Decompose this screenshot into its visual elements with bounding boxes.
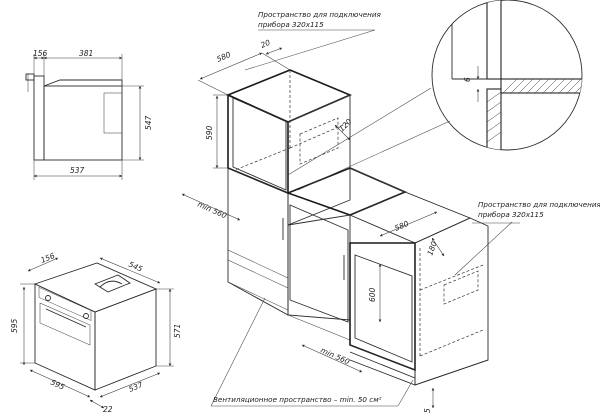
lower-dim-min560: min 560 xyxy=(319,346,351,367)
cabinet-lower xyxy=(210,211,520,409)
side-dim-547: 547 xyxy=(144,115,153,130)
connection-note-right-line2: прибора 320х115 xyxy=(478,210,544,219)
oven-view xyxy=(20,257,174,409)
lower-dim-580: 580 xyxy=(393,219,410,233)
oven-dim-22: 22 xyxy=(103,405,113,414)
oven-dim-537: 537 xyxy=(127,380,144,394)
lower-dim-600: 600 xyxy=(368,287,377,302)
ventilation-note: Вентиляционное пространство – min. 50 см… xyxy=(213,395,382,404)
side-dim-381: 381 xyxy=(79,49,93,58)
side-dim-537: 537 xyxy=(70,166,85,175)
upper-dim-580: 580 xyxy=(215,50,232,64)
oven-dim-545: 545 xyxy=(127,260,144,274)
detail-dim-6: 6 xyxy=(463,77,472,82)
oven-dim-595-width: 595 xyxy=(49,378,66,392)
connection-note-top-line1: Пространство для подключения xyxy=(258,10,381,19)
upper-dim-20: 20 xyxy=(259,38,272,50)
side-dim-156: 156 xyxy=(33,49,48,58)
oven-dim-571: 571 xyxy=(173,324,182,338)
oven-dim-156: 156 xyxy=(39,251,56,265)
upper-dim-min560: min 560 xyxy=(196,200,228,221)
oven-dim-595-height: 595 xyxy=(10,318,19,333)
connection-note-top-line2: прибора 320х115 xyxy=(258,20,324,29)
lower-dim-5: 5 xyxy=(423,408,432,413)
lower-dim-180: 180 xyxy=(425,240,438,257)
upper-dim-120: 120 xyxy=(337,117,354,134)
connection-note-right-line1: Пространство для подключения xyxy=(478,200,600,209)
detail-circle xyxy=(287,0,583,191)
side-view xyxy=(25,54,144,180)
upper-dim-590: 590 xyxy=(205,125,214,140)
